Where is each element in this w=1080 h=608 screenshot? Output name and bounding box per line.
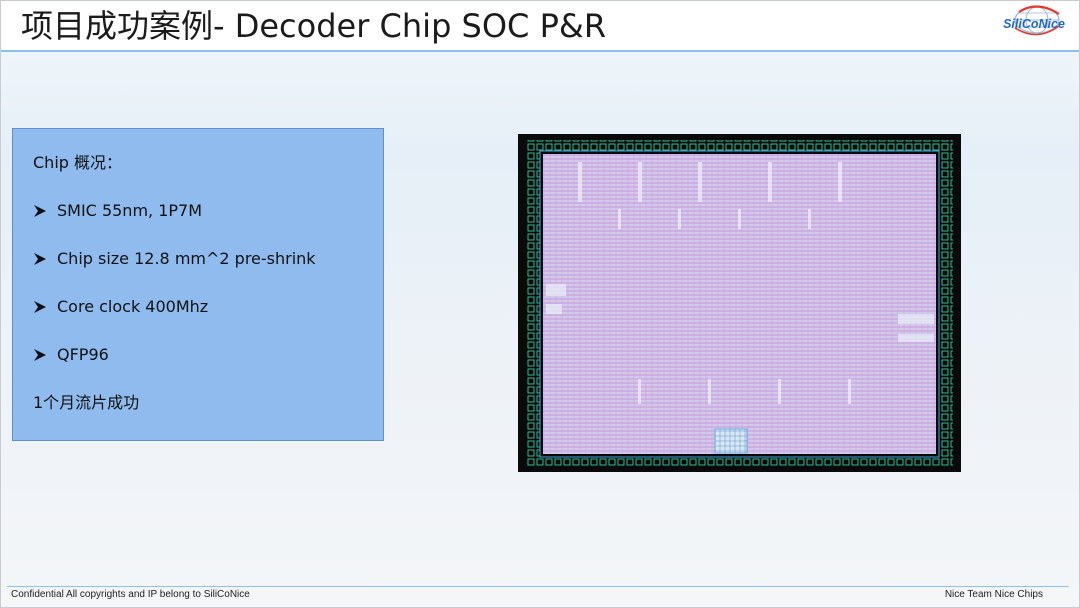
- bullet-text: QFP96: [57, 345, 109, 364]
- footer-slogan: Nice Team Nice Chips: [944, 589, 1043, 600]
- siliconice-logo: SiliCoNice: [1003, 5, 1065, 36]
- logo-text: SiliCoNice: [1003, 17, 1065, 31]
- footer-divider: [7, 586, 1069, 587]
- arrow-bullet-icon: [34, 205, 46, 217]
- bullet-item: QFP96: [33, 343, 383, 367]
- arrow-bullet-icon: [34, 349, 46, 361]
- hard-macro: [714, 428, 748, 454]
- chip-layout-image: [518, 134, 961, 472]
- arrow-bullet-icon: [34, 301, 46, 313]
- bullet-text: Core clock 400Mhz: [57, 297, 209, 316]
- globe-logo-icon: [1014, 5, 1060, 36]
- slide-header: 项目成功案例- Decoder Chip SOC P&R SiliCoNice: [1, 1, 1079, 52]
- bullet-item: Chip size 12.8 mm^2 pre-shrink: [33, 247, 383, 271]
- bullet-item: SMIC 55nm, 1P7M: [33, 199, 383, 223]
- io-macros: [546, 284, 934, 342]
- bullet-item: Core clock 400Mhz: [33, 295, 383, 319]
- bullet-text: SMIC 55nm, 1P7M: [57, 201, 203, 220]
- tapeout-result: 1个月流片成功: [33, 393, 140, 412]
- header-divider: [1, 50, 1079, 52]
- placement-blocks: [578, 162, 851, 404]
- footer-confidential: Confidential All copyrights and IP belon…: [11, 589, 250, 600]
- chip-overview-heading: Chip 概况：: [33, 153, 123, 172]
- slide-title: 项目成功案例- Decoder Chip SOC P&R: [21, 7, 607, 45]
- chip-overview-box: Chip 概况： SMIC 55nm, 1P7M Chip size 12.8 …: [12, 128, 384, 441]
- bullet-text: Chip size 12.8 mm^2 pre-shrink: [57, 249, 316, 268]
- arrow-bullet-icon: [34, 253, 46, 265]
